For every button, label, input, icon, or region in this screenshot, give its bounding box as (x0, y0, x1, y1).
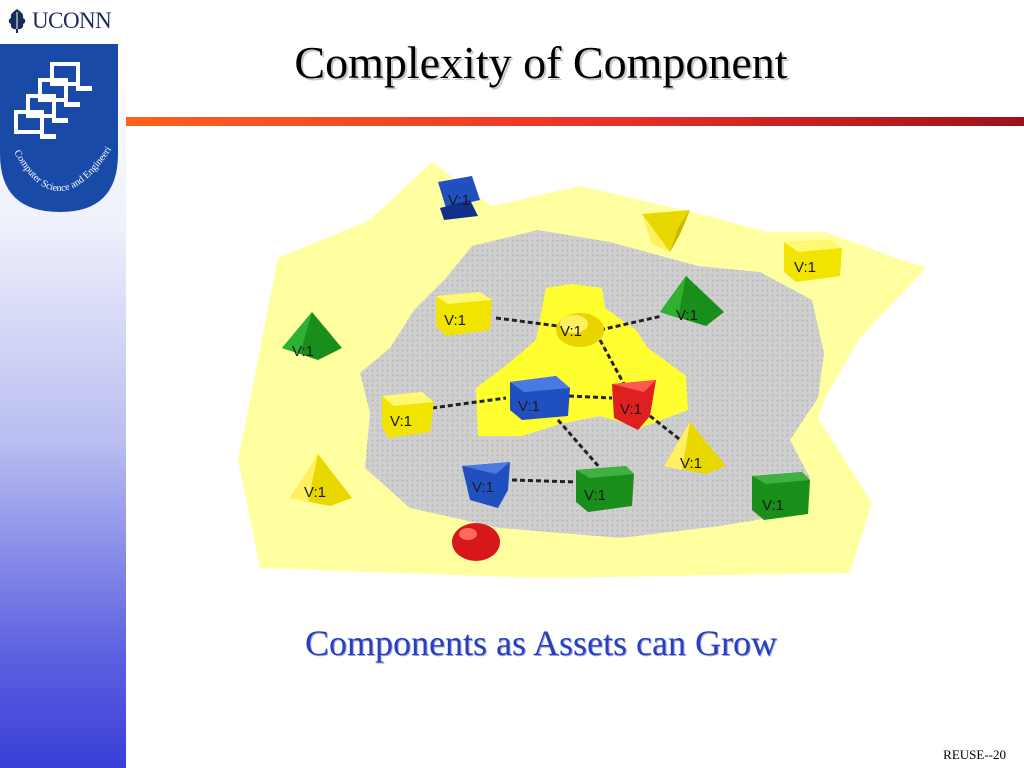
node-label: V:1 (794, 259, 816, 276)
title-divider (126, 117, 1024, 126)
node-label: V:1 (584, 487, 606, 504)
computers-icon (14, 62, 80, 134)
node-red-ball (452, 523, 500, 561)
node-yellow-prism-top (642, 210, 690, 252)
node-green-cone-left: V:1 (282, 312, 342, 360)
node-green-cube-right: V:1 (752, 472, 810, 520)
node-yellow-cone-center-right: V:1 (664, 422, 726, 474)
slide-caption: Components as Assets can Grow (305, 623, 777, 663)
node-label: V:1 (444, 312, 466, 329)
node-yellow-mid-left: V:1 (436, 292, 492, 336)
component-diagram: V:1 V:1 V:1 V:1 V:1 V:1 V:1 V:1 (238, 162, 926, 578)
node-green-cube-center: V:1 (576, 466, 634, 512)
node-label: V:1 (676, 307, 698, 324)
node-label: V:1 (472, 479, 494, 496)
node-label: V:1 (304, 484, 326, 501)
node-yellow-right: V:1 (784, 240, 842, 282)
node-label: V:1 (620, 401, 642, 418)
node-label: V:1 (292, 343, 314, 360)
node-green-cone-right: V:1 (660, 276, 724, 326)
cse-logo-badge: Computer Science and Engineering (0, 44, 118, 212)
node-red-prism: V:1 (612, 380, 656, 430)
slide-title: Complexity of Component (294, 37, 788, 88)
node-yellow-cone-left: V:1 (290, 454, 352, 506)
node-blue-top: V:1 (438, 176, 480, 220)
node-label: V:1 (390, 413, 412, 430)
oak-leaf-icon (8, 9, 26, 33)
uconn-brand: UCONN (6, 4, 112, 38)
brand-name: UCONN (32, 8, 112, 33)
node-blue-bottom: V:1 (462, 462, 510, 508)
node-label: V:1 (762, 497, 784, 514)
connection-lines (431, 314, 689, 484)
node-blue-center: V:1 (510, 376, 570, 420)
node-label: V:1 (680, 455, 702, 472)
node-label: V:1 (560, 323, 582, 340)
slide-number: REUSE--20 (943, 747, 1006, 762)
node-label: V:1 (448, 192, 470, 209)
node-yellow-left: V:1 (382, 392, 434, 438)
node-label: V:1 (518, 398, 540, 415)
node-yellow-center: V:1 (556, 313, 604, 347)
